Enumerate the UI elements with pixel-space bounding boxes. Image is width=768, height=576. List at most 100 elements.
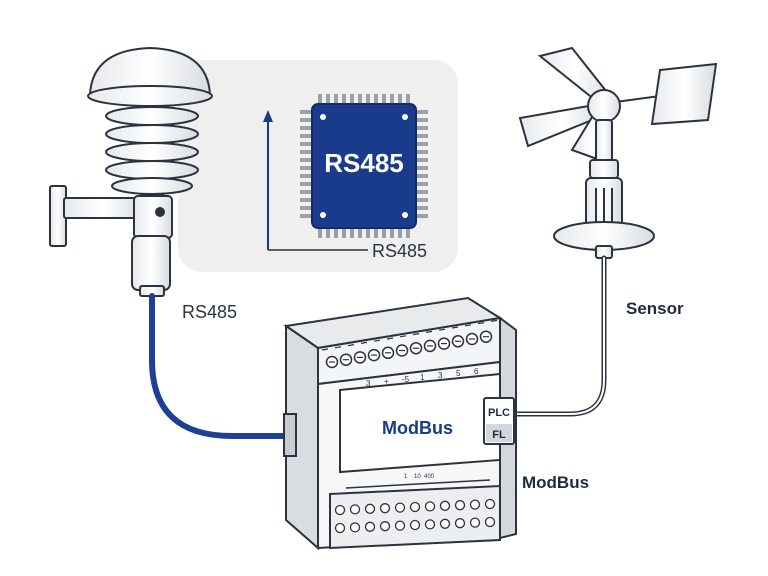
- terminal-screw: [334, 504, 346, 516]
- terminal-screw: [379, 503, 391, 514]
- rail-tick: [399, 335, 407, 338]
- chip-pin: [374, 94, 378, 106]
- chip-pin: [300, 110, 314, 114]
- plc-module: [283, 296, 517, 551]
- chip-pin: [300, 118, 314, 122]
- plc-front-label: ModBus: [382, 418, 453, 438]
- terminal-screw: [484, 516, 496, 528]
- chip-pin: [300, 142, 314, 146]
- chip-pin: [300, 158, 314, 162]
- chip-caption: RS485: [372, 241, 427, 261]
- rail-tick: [373, 339, 381, 342]
- chip-pin: [318, 94, 322, 106]
- sensor-label: Sensor: [626, 299, 684, 318]
- chip-pin: [414, 206, 428, 210]
- chip-pin: [414, 214, 428, 218]
- terminal-screw: [454, 518, 466, 529]
- sensor-cable: [513, 255, 607, 417]
- chip-pin: [414, 182, 428, 186]
- terminal-screw: [349, 504, 361, 515]
- chip-pin: [358, 226, 362, 238]
- plc-scale-line: [345, 479, 491, 489]
- chip-pin: [374, 226, 378, 238]
- chip-pin: [414, 134, 428, 138]
- rail-tick: [321, 348, 329, 351]
- radiation-shield-sensor: [49, 46, 213, 297]
- terminal-screw: [424, 519, 436, 530]
- plc-badge-top: PLC: [488, 407, 510, 419]
- chip-pin: [326, 226, 330, 238]
- cable-label: RS485: [182, 302, 237, 322]
- chip-pin: [390, 94, 394, 106]
- chip-pin: [334, 226, 338, 238]
- terminal-mark: -5: [402, 375, 410, 384]
- terminal-mark: +: [384, 377, 389, 386]
- chip-pin: [318, 226, 322, 238]
- chip-pin: [342, 94, 346, 106]
- chip-pin: [398, 94, 402, 106]
- chip-pin: [382, 94, 386, 106]
- chip-pin: [300, 126, 314, 130]
- chip-pin: [342, 226, 346, 238]
- chip-pin: [300, 174, 314, 178]
- chip-pin: [300, 166, 314, 170]
- rail-tick: [360, 341, 368, 344]
- chip-pin: [300, 198, 314, 202]
- chip-pin: [300, 150, 314, 154]
- terminal-screw: [439, 500, 451, 511]
- rail-tick: [490, 319, 498, 322]
- rail-tick: [347, 344, 355, 347]
- rail-tick: [464, 324, 472, 327]
- plc-top-terminals: [321, 319, 498, 369]
- terminal-screw: [364, 521, 376, 532]
- modbus-label: ModBus: [522, 473, 589, 492]
- chip-pin: [414, 198, 428, 202]
- chip-pin: [334, 94, 338, 106]
- terminal-screw: [469, 517, 481, 528]
- chip-pin: [300, 182, 314, 186]
- rail-tick: [412, 333, 420, 336]
- chip-pin: [366, 226, 370, 238]
- terminal-screw: [469, 499, 481, 510]
- terminal-screw: [424, 501, 436, 512]
- chip-pin: [300, 214, 314, 218]
- chip-pin: [414, 126, 428, 130]
- wind-vane-sensor: [518, 46, 718, 259]
- terminal-screw: [439, 518, 451, 529]
- chip-pin: [390, 226, 394, 238]
- terminal-screw: [394, 520, 406, 531]
- chip-pins: [300, 94, 428, 238]
- chip-pin: [300, 190, 314, 194]
- rs485-chip: RS485: [300, 94, 428, 238]
- terminal-screw: [379, 521, 391, 532]
- chip-label: RS485: [324, 148, 404, 178]
- rail-tick: [477, 322, 485, 325]
- terminal-mark: 3: [438, 371, 443, 380]
- terminal-screw: [484, 498, 496, 510]
- terminal-screw: [409, 501, 421, 513]
- rail-tick: [438, 328, 446, 331]
- plc-badge-bottom: FL: [492, 429, 506, 441]
- terminal-mark: 5: [456, 369, 461, 378]
- terminal-screw: [454, 500, 466, 511]
- chip-pin: [414, 166, 428, 170]
- plc-bottom-terminals: [334, 498, 496, 534]
- chip-pin: [350, 94, 354, 106]
- chip-pin: [414, 174, 428, 178]
- chip-pin: [366, 94, 370, 106]
- terminal-mark: 1: [420, 373, 425, 382]
- chip-pin: [382, 226, 386, 238]
- rail-tick: [425, 330, 433, 333]
- rail-tick: [451, 326, 459, 329]
- rail-tick: [386, 337, 394, 340]
- terminal-screw: [349, 522, 361, 533]
- chip-pin: [406, 226, 410, 238]
- chip-pin: [414, 190, 428, 194]
- rs485-cable: [149, 293, 293, 439]
- chip-pin: [414, 150, 428, 154]
- chip-pin: [398, 226, 402, 238]
- chip-pin: [414, 142, 428, 146]
